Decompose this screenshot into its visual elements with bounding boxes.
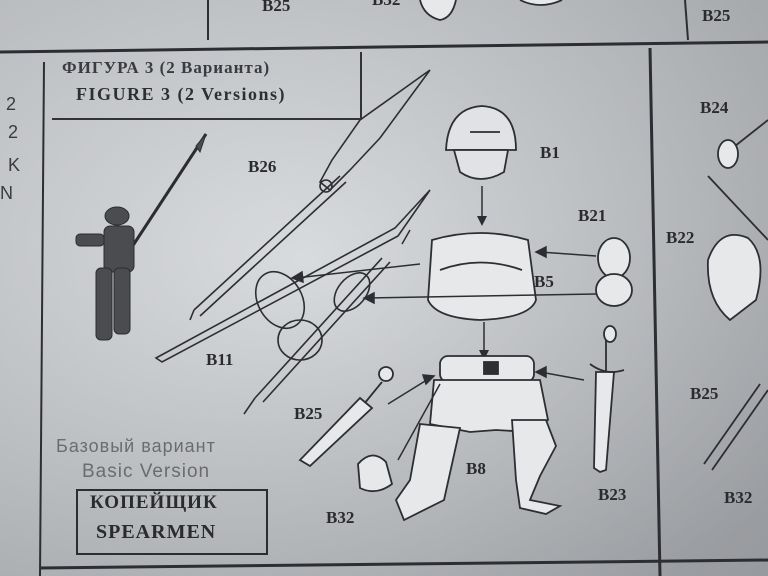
arms-b21-drawing [595, 237, 633, 307]
legs-b8-drawing [394, 355, 563, 522]
figure-title-en: FIGURE 3 (2 Versions) [76, 84, 287, 104]
part-label-b11: B11 [206, 350, 234, 369]
spear-b11-drawing [154, 189, 431, 415]
neighbor-label-right-b25: B25 [690, 384, 719, 403]
top-divider-2 [684, 0, 689, 41]
part-label-b25: B25 [294, 404, 323, 423]
pouch-b32-drawing [357, 454, 394, 493]
neighbor-label-b22: B22 [666, 228, 695, 247]
left-fragment-1: 2 [6, 94, 17, 114]
part-label-b23: B23 [598, 485, 627, 504]
right-panel-parts [703, 119, 768, 471]
panel-left-border [39, 61, 45, 576]
top-panel-parts [419, 0, 563, 21]
unit-name-box [76, 489, 268, 555]
part-label-b5: B5 [534, 272, 554, 291]
basic-version-en: Basic Version [82, 461, 211, 482]
unit-name-ru: КОПЕЙЩИК [90, 492, 218, 513]
neighbor-label-top-right-b25: B25 [702, 6, 731, 25]
neighbor-label-right-b32: B32 [724, 488, 753, 507]
part-label-b1: B1 [540, 143, 560, 162]
panel-bottom-border [39, 558, 768, 570]
figure-title-box [52, 52, 362, 120]
painted-spearman-figure [75, 133, 208, 341]
basic-version-ru: Базовый вариант [56, 436, 216, 456]
figure-title-ru: ФИГУРА 3 (2 Варианта) [62, 58, 271, 77]
torso-b5-drawing [427, 232, 537, 321]
unit-name-en: SPEARMEN [96, 521, 217, 543]
neighbor-label-b24: B24 [700, 98, 729, 117]
head-b1-drawing [445, 105, 517, 180]
spear-b26-drawing [189, 69, 431, 321]
panel-right-border [648, 47, 662, 576]
panel-top-border [0, 40, 768, 54]
part-label-b26: B26 [248, 157, 277, 176]
sword-b23-drawing [589, 325, 625, 473]
part-label-b32: B32 [326, 508, 355, 527]
left-fragment-3: K [8, 155, 21, 175]
neighbor-label-top-b32: B32 [372, 0, 400, 10]
left-fragment-2: 2 [8, 122, 19, 142]
left-fragment-4: N [0, 183, 13, 203]
neighbor-label-top-b25: B25 [262, 0, 291, 15]
dagger-b25-drawing [298, 366, 394, 468]
part-label-b21: B21 [578, 206, 607, 225]
part-label-b8: B8 [466, 459, 486, 478]
